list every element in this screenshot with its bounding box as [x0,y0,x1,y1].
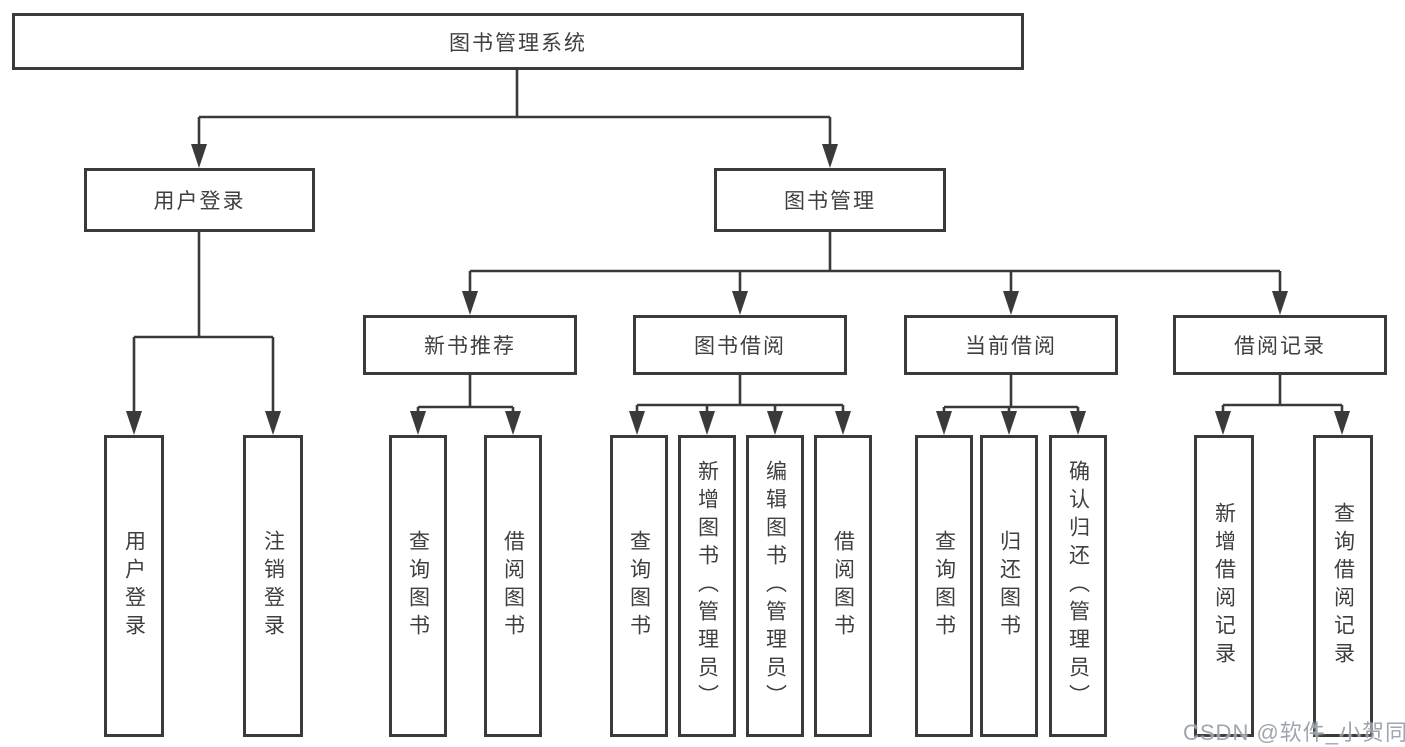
node-label: 查询借阅记录 [1331,502,1355,670]
node-add-borrow-record: 新增借阅记录 [1194,435,1254,737]
node-label: 新增借阅记录 [1212,502,1236,670]
node-user-login: 用户登录 [84,168,315,232]
node-label: 查询图书 [627,530,651,642]
node-label: 确认归还（管理员） [1066,460,1090,712]
node-label: 新书推荐 [424,335,516,358]
node-label: 当前借阅 [965,335,1057,358]
node-edit-book-admin: 编辑图书（管理员） [746,435,804,737]
node-label: 借阅图书 [831,530,855,642]
node-user-login-leaf: 用户登录 [104,435,164,737]
node-label: 图书管理 [784,190,876,213]
node-borrowing-records: 借阅记录 [1173,315,1387,375]
node-label: 编辑图书（管理员） [763,460,787,712]
node-current-borrowing: 当前借阅 [904,315,1118,375]
node-label: 归还图书 [997,530,1021,642]
node-label: 查询图书 [406,530,430,642]
node-query-books-2: 查询图书 [610,435,668,737]
node-label: 注销登录 [261,530,285,642]
node-label: 用户登录 [153,190,246,213]
node-confirm-return-admin: 确认归还（管理员） [1049,435,1107,737]
node-label: 用户登录 [122,530,146,642]
watermark-text: CSDN @软件_小贺同学 [1183,720,1405,745]
node-borrow-books-2: 借阅图书 [814,435,872,737]
node-library-management-system: 图书管理系统 [12,13,1024,70]
node-query-borrow-record: 查询借阅记录 [1313,435,1373,737]
node-label: 新增图书（管理员） [695,460,719,712]
node-logout: 注销登录 [243,435,303,737]
node-new-book-recommendation: 新书推荐 [363,315,577,375]
node-borrow-books-1: 借阅图书 [484,435,542,737]
node-query-books-3: 查询图书 [915,435,973,737]
node-return-books: 归还图书 [980,435,1038,737]
node-label: 借阅图书 [501,530,525,642]
node-book-management: 图书管理 [714,168,946,232]
node-book-borrowing: 图书借阅 [633,315,847,375]
node-add-book-admin: 新增图书（管理员） [678,435,736,737]
node-label: 借阅记录 [1234,335,1326,358]
node-query-books-1: 查询图书 [389,435,447,737]
node-label: 查询图书 [932,530,956,642]
node-label: 图书借阅 [694,335,786,358]
node-label: 图书管理系统 [449,31,587,55]
